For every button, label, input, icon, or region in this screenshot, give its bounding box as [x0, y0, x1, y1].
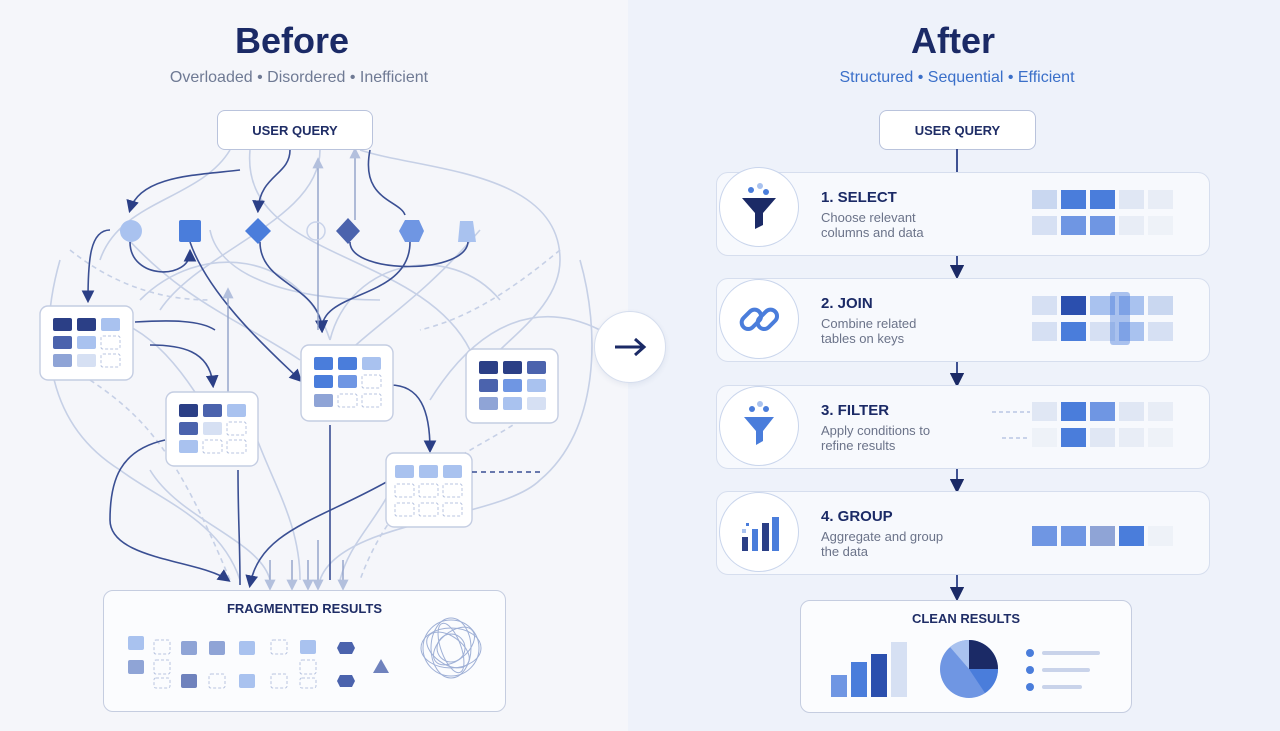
step-select-desc: Choose relevant columns and data: [821, 210, 961, 240]
before-subtitle: Overloaded • Disordered • Inefficient: [169, 69, 429, 86]
arrow-right-icon: [615, 337, 647, 357]
step-group-desc-line2: the data: [821, 544, 868, 559]
step-group-desc: Aggregate and group the data: [821, 529, 961, 559]
clean-results-label: CLEAN RESULTS: [911, 611, 1021, 626]
step-select-title: 1. SELECT: [821, 189, 897, 206]
step-filter-title: 3. FILTER: [821, 402, 890, 419]
step-select-icon-circle: [719, 167, 799, 247]
bar-chart-icon: [742, 517, 779, 551]
step-select-desc-line1: Choose relevant: [821, 210, 916, 225]
step-join-desc-line1: Combine related: [821, 316, 917, 331]
after-user-query-box: USER QUERY: [879, 110, 1036, 150]
step-group-desc-line1: Aggregate and group: [821, 529, 944, 544]
step-select-desc-line2: columns and data: [821, 225, 924, 240]
link-icon: [739, 307, 780, 332]
fragmented-items: [128, 617, 482, 689]
step-group-icon-circle: [719, 492, 799, 572]
step-group-title: 4. GROUP: [821, 508, 893, 525]
after-subtitle: Structured • Sequential • Efficient: [839, 69, 1075, 86]
pie-chart-icon: [940, 639, 998, 698]
before-title: Before: [234, 20, 350, 61]
step-filter-desc-line2: refine results: [821, 438, 896, 453]
before-user-query-box: USER QUERY: [217, 110, 373, 150]
funnel-icon: [742, 183, 776, 229]
bar-chart-icon: [831, 642, 907, 697]
tangled-network: [39, 147, 601, 591]
step-select: 1. SELECT Choose relevant columns and da…: [716, 167, 1210, 256]
list-icon: [1026, 649, 1100, 691]
step-filter: 3. FILTER Apply conditions to refine res…: [716, 385, 1210, 469]
step-filter-icon-circle: [719, 386, 799, 466]
step-filter-desc-line1: Apply conditions to: [821, 423, 931, 438]
step-join: 2. JOIN Combine related tables on keys: [716, 278, 1210, 362]
step-join-desc: Combine related tables on keys: [821, 316, 961, 346]
step-filter-desc: Apply conditions to refine results: [821, 423, 961, 453]
fragmented-results-label: FRAGMENTED RESULTS: [226, 601, 383, 616]
funnel-icon: [744, 401, 774, 445]
transition-arrow: [594, 311, 666, 383]
step-join-title: 2. JOIN: [821, 295, 873, 312]
after-title: After: [910, 20, 995, 61]
step-join-icon-circle: [719, 279, 799, 359]
step-join-desc-line2: tables on keys: [821, 331, 905, 346]
